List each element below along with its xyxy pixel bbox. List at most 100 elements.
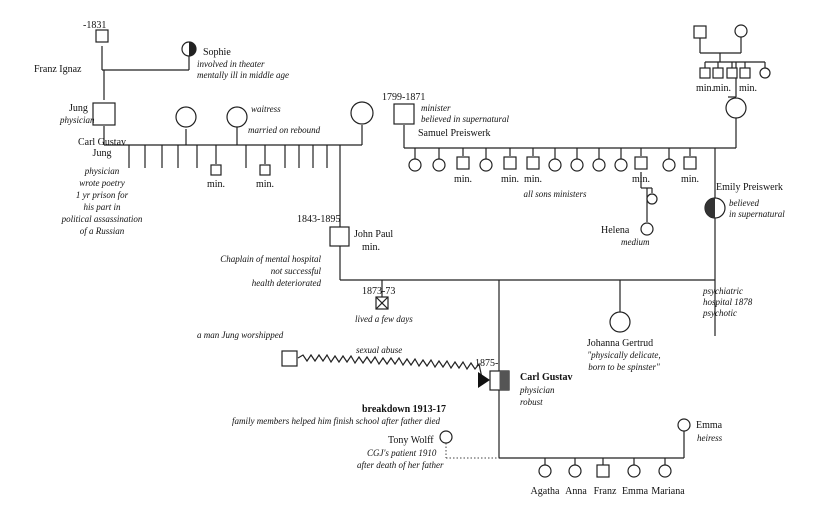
emily-grandfather-square — [693, 25, 707, 39]
min-label: min. — [739, 83, 757, 94]
cgj-sr-note: physician — [84, 166, 120, 176]
johanna-note: "physically delicate, — [587, 350, 660, 360]
child-emma-circle — [627, 464, 641, 478]
helena-note: medium — [621, 237, 650, 247]
samuel-wife-circle — [725, 97, 747, 119]
relationship-lines — [101, 37, 766, 465]
franz-ignaz-square — [95, 29, 109, 43]
min-label: min. — [524, 174, 542, 185]
cgj-sr-note: political assassination — [61, 214, 143, 224]
emily-aunt-circle — [759, 67, 771, 79]
sophie-note: involved in theater — [197, 59, 265, 69]
cgj-note: robust — [520, 397, 543, 407]
waitress-circle — [226, 106, 248, 128]
preiswerk-daughter — [432, 158, 446, 172]
emily-note: hospital 1878 — [703, 297, 753, 307]
breakdown-note: family members helped him finish school … — [232, 416, 440, 426]
wife3-circle — [350, 101, 374, 125]
helena-name: Helena — [601, 225, 630, 236]
preiswerk-daughter — [592, 158, 606, 172]
franz-ignaz-dates: -1831 — [83, 20, 106, 31]
preiswerk-daughter — [479, 158, 493, 172]
preiswerk-son — [683, 156, 697, 170]
franz-ignaz-name: Franz Ignaz — [34, 64, 82, 75]
preiswerk-daughter — [614, 158, 628, 172]
cgj-sr-note: wrote poetry — [79, 178, 124, 188]
child-name-franz: Franz — [594, 486, 617, 497]
john-paul-note: Chaplain of mental hospital — [220, 254, 321, 264]
jung-son-square — [210, 164, 222, 176]
preiswerk-daughter — [570, 158, 584, 172]
cgj-sr-note: his part in — [83, 202, 121, 212]
min-label: min. — [454, 174, 472, 185]
preiswerk-daughter — [662, 158, 676, 172]
infant-note: lived a few days — [355, 314, 413, 324]
waitress-note: waitress — [251, 104, 281, 114]
john-paul-min: min. — [362, 242, 380, 253]
emily-name: Emily Preiswerk — [716, 182, 783, 193]
jung-son-square — [259, 164, 271, 176]
abuse-note: sexual abuse — [356, 345, 402, 355]
min-label: min. — [207, 179, 225, 190]
child-name-anna: Anna — [565, 486, 587, 497]
john-paul-square — [329, 226, 350, 247]
min-label: min. — [632, 174, 650, 185]
cgj-sr-name: Carl Gustav — [78, 137, 126, 148]
emily-uncle-square — [699, 67, 711, 79]
min-label: min. — [256, 179, 274, 190]
child-anna-circle — [568, 464, 582, 478]
preiswerk-daughter — [408, 158, 422, 172]
emma-wife-name: Emma — [696, 420, 723, 431]
worshipped-note: a man Jung worshipped — [197, 330, 284, 340]
tony-wolff-note: CGJ's patient 1910 — [367, 448, 437, 458]
john-paul-note: not successful — [271, 266, 322, 276]
abuse-arrowhead — [478, 372, 490, 388]
person-symbols — [92, 24, 771, 478]
samuel-note: believed in supernatural — [421, 114, 509, 124]
cgj-sr-note: 1 yr prison for — [76, 190, 129, 200]
johanna-circle — [609, 311, 631, 333]
child-franz-square — [596, 464, 610, 478]
labels: -1831 Franz Ignaz Sophie involved in the… — [34, 20, 785, 497]
samuel-name: Samuel Preiswerk — [418, 128, 491, 139]
tony-wolff-name: Tony Wolff — [388, 435, 434, 446]
tony-wolff-note: after death of her father — [357, 460, 444, 470]
min-label: min. — [501, 174, 519, 185]
min-label: min. — [713, 83, 731, 94]
cgj-sr-note: of a Russian — [80, 226, 125, 236]
johanna-name: Johanna Gertrud — [587, 338, 653, 349]
cgj-note: physician — [519, 385, 555, 395]
jung-note: physician — [59, 115, 95, 125]
john-paul-dates: 1843-1895 — [297, 214, 340, 225]
abuse-zigzag — [297, 353, 483, 379]
wife1-circle — [175, 106, 197, 128]
helena-circle — [640, 222, 654, 236]
jung-name: Jung — [69, 103, 88, 114]
emily-note: psychiatric — [702, 286, 743, 296]
preiswerk-son — [456, 156, 470, 170]
emily-uncle-square — [726, 67, 738, 79]
rebound-note: married on rebound — [248, 125, 321, 135]
emily-uncle-square — [739, 67, 751, 79]
min-label: min. — [681, 174, 699, 185]
preiswerk-son — [526, 156, 540, 170]
preiswerk-daughter — [548, 158, 562, 172]
emma-wife-note: heiress — [697, 433, 723, 443]
emily-note: believed — [729, 198, 759, 208]
emily-half-fill — [705, 198, 715, 218]
child-name-emma: Emma — [622, 486, 649, 497]
sophie-note: mentally ill in middle age — [197, 70, 289, 80]
sophie-half-fill — [189, 42, 196, 56]
emma-wife-circle — [677, 418, 691, 432]
breakdown-title: breakdown 1913-17 — [362, 404, 446, 415]
john-paul-note: health deteriorated — [252, 278, 322, 288]
carl-gustav-half-fill — [499, 371, 509, 390]
infant-dates: 1873-73 — [362, 286, 395, 297]
all-sons-note: all sons ministers — [523, 189, 587, 199]
jung-square — [92, 102, 116, 126]
child-mariana-circle — [658, 464, 672, 478]
helena-daughter-circle — [646, 193, 658, 205]
preiswerk-son — [634, 156, 648, 170]
tony-wolff-circle — [439, 430, 453, 444]
